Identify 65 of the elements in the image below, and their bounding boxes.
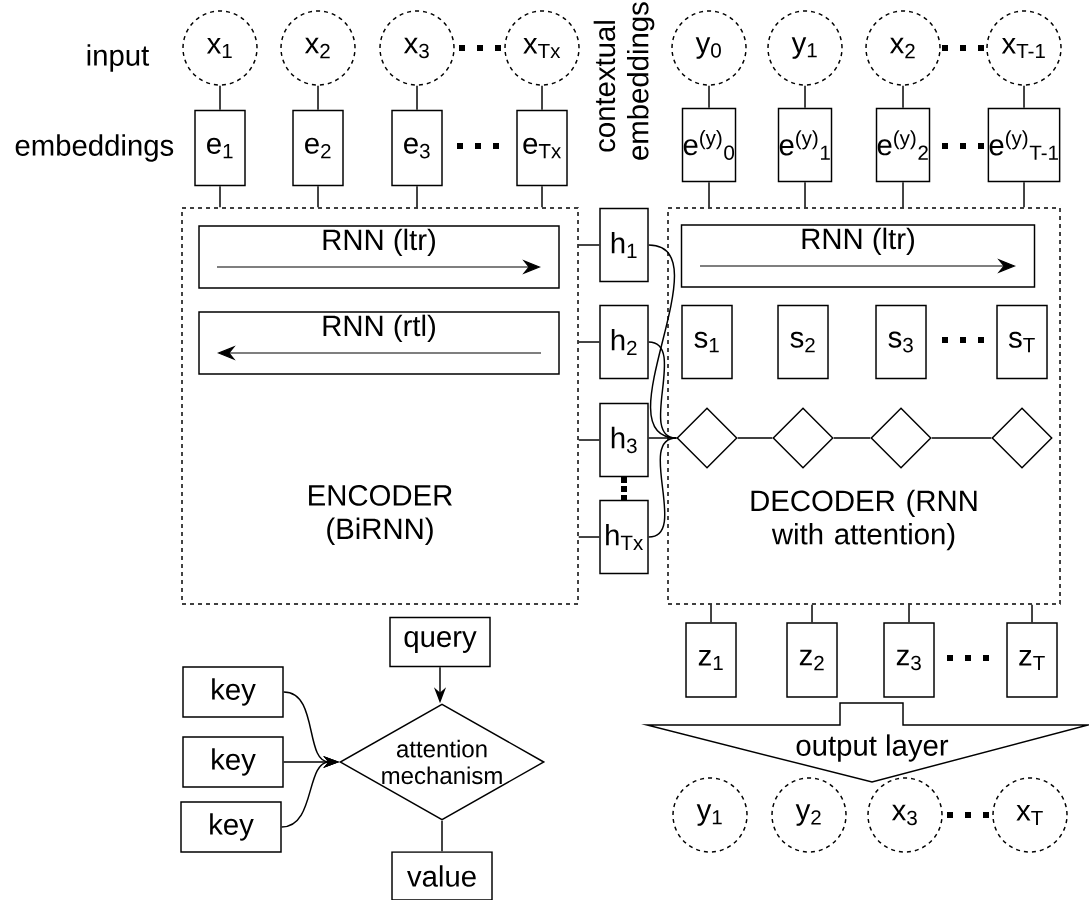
connector xyxy=(804,85,806,109)
vector-box: z$_{3}$ xyxy=(883,622,935,698)
row-label: contextual embeddings xyxy=(593,2,655,160)
vector-box: e$_{Tx}$ xyxy=(516,109,568,187)
attention-diamond xyxy=(676,407,738,469)
connector xyxy=(737,437,773,439)
connector xyxy=(578,536,600,538)
connector xyxy=(1023,181,1025,208)
attention-diamond xyxy=(772,407,834,469)
attention-diamond xyxy=(991,407,1053,469)
rnn-layer-box: RNN (rtl) xyxy=(198,311,560,375)
vector-box: e$_{2}$ xyxy=(292,109,344,187)
connector xyxy=(219,185,221,208)
vector-box: e$^{(y)}$1 xyxy=(777,107,833,183)
connector xyxy=(441,820,443,852)
connector xyxy=(578,439,600,441)
connector xyxy=(317,185,319,208)
vector-box: query xyxy=(389,616,491,668)
vector-box: z$_{2}$ xyxy=(786,622,838,698)
connector xyxy=(710,604,712,623)
connector xyxy=(811,604,813,623)
connector xyxy=(648,437,677,538)
vector-box: e$^{(y)}$T-1 xyxy=(987,107,1061,183)
connector xyxy=(902,181,904,208)
vector-box: s$_{1}$ xyxy=(681,304,733,380)
vector-box: h$_{2}$ xyxy=(599,304,649,380)
vector-box: e$^{(y)}$2 xyxy=(875,107,931,183)
connector xyxy=(804,181,806,208)
vector-box: e$^{(y)}$0 xyxy=(681,107,737,183)
vector-box: key xyxy=(182,736,284,788)
connector xyxy=(578,341,600,343)
row-label: input xyxy=(87,44,150,72)
connector xyxy=(317,85,319,111)
vector-box: key xyxy=(182,666,284,718)
vector-box: h$_{1}$ xyxy=(599,207,649,283)
vector-box: h$_{Tx}$ xyxy=(599,499,649,575)
vector-box: e$_{3}$ xyxy=(391,109,443,187)
connector xyxy=(1031,604,1033,623)
vector-box: s$_{T}$ xyxy=(996,304,1048,380)
vector-box: value xyxy=(391,851,493,900)
connector xyxy=(416,85,418,111)
vector-box: s$_{3}$ xyxy=(875,304,927,380)
vector-box: key xyxy=(180,801,282,853)
connector xyxy=(541,85,543,111)
vector-box: h$_{3}$ xyxy=(599,402,649,478)
vector-box: e$_{1}$ xyxy=(194,109,246,187)
connector xyxy=(578,244,600,246)
connector xyxy=(416,185,418,208)
connector xyxy=(908,604,910,623)
connector xyxy=(1023,85,1025,109)
vector-box: z$_{T}$ xyxy=(1006,622,1058,698)
vector-box: s$_{2}$ xyxy=(777,304,829,380)
connector xyxy=(708,85,710,109)
connector xyxy=(219,85,221,111)
rnn-layer-box: RNN (ltr) xyxy=(680,224,1036,288)
attention-diamond xyxy=(870,407,932,469)
row-label: embeddings xyxy=(15,134,174,162)
connector xyxy=(541,185,543,208)
connector xyxy=(648,244,677,439)
connector xyxy=(833,437,871,439)
vector-box: z$_{1}$ xyxy=(685,622,737,698)
connector xyxy=(902,85,904,109)
rnn-layer-box: RNN (ltr) xyxy=(198,225,560,289)
connector xyxy=(708,181,710,208)
connector xyxy=(931,437,992,439)
